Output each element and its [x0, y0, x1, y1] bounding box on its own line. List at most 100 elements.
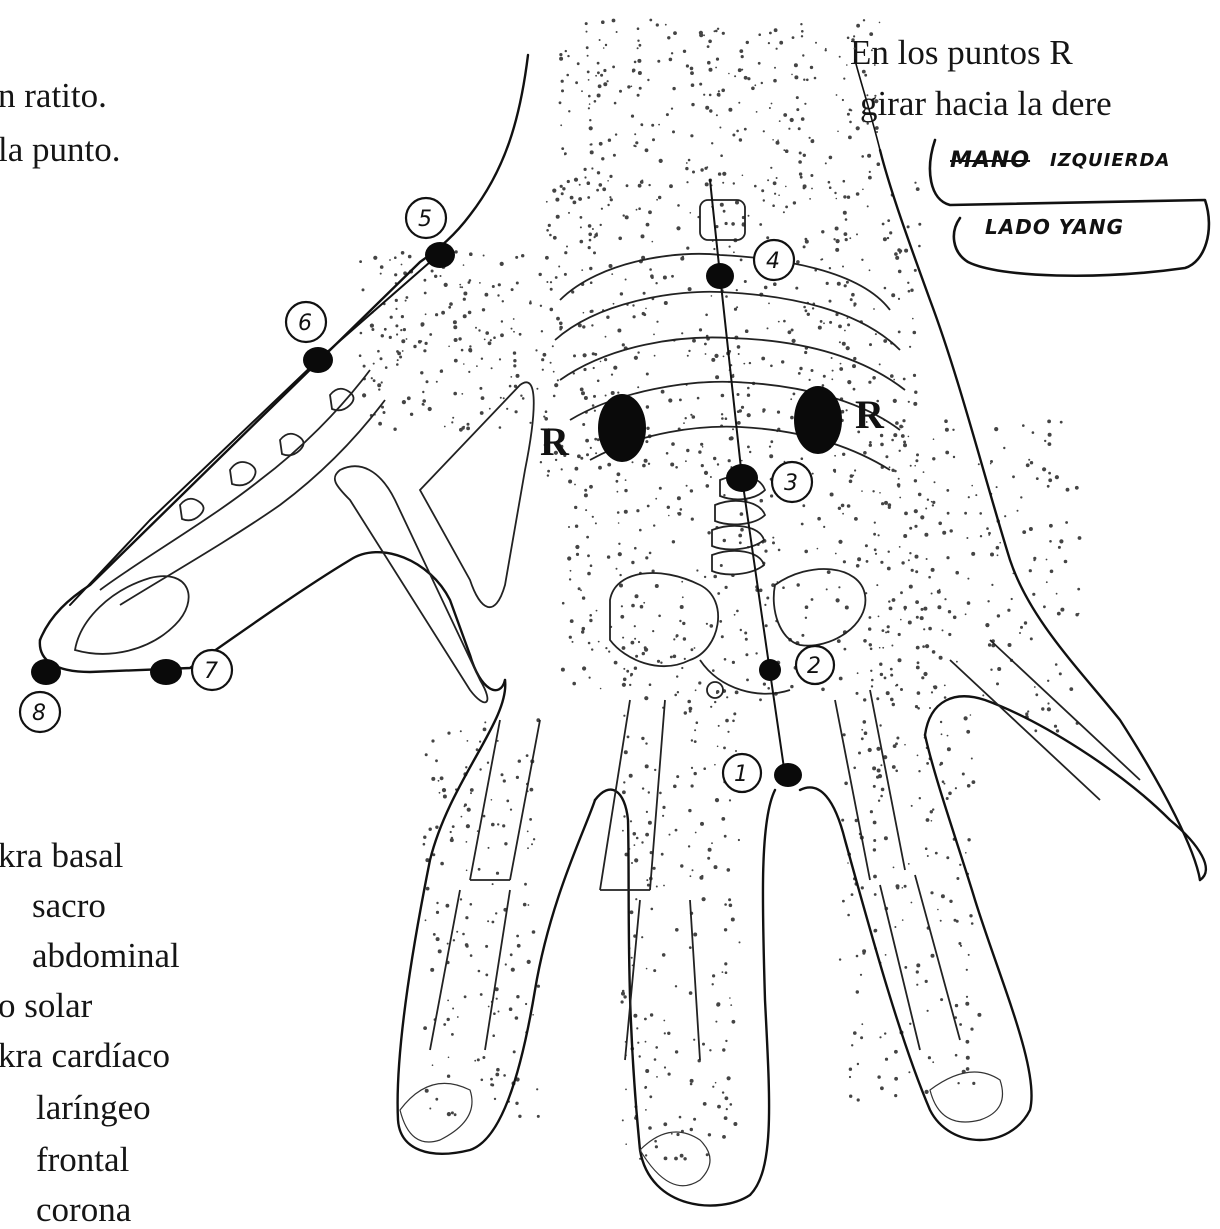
stipple-dot — [927, 1010, 929, 1012]
stipple-dot — [888, 503, 892, 507]
stipple-dot — [745, 653, 748, 656]
stipple-dot — [645, 440, 648, 443]
stipple-dot — [631, 561, 634, 564]
stipple-dot — [876, 747, 880, 751]
stipple-dot — [734, 75, 736, 77]
stipple-dot — [944, 685, 946, 687]
stipple-dot — [498, 1011, 500, 1013]
stipple-dot — [664, 301, 668, 305]
stipple-dot — [396, 363, 399, 366]
stipple-dot — [908, 436, 910, 438]
stipple-dot — [690, 134, 693, 137]
stipple-dot — [396, 333, 398, 335]
stipple-dot — [395, 299, 398, 302]
stipple-dot — [913, 331, 917, 335]
stipple-dot — [714, 30, 716, 32]
point-label-3: 3 — [772, 462, 812, 502]
r-point-right — [794, 386, 842, 454]
stipple-dot — [469, 345, 471, 347]
stipple-dot — [603, 69, 606, 72]
stipple-dot — [836, 94, 838, 96]
stipple-dot — [648, 210, 652, 214]
stipple-dot — [713, 457, 716, 460]
stipple-dot — [900, 688, 903, 691]
stipple-dot — [465, 766, 467, 768]
stipple-dot — [931, 593, 933, 595]
stipple-dot — [547, 474, 549, 476]
stipple-dot — [946, 489, 949, 492]
stipple-dot — [438, 949, 442, 953]
stipple-dot — [722, 1135, 726, 1139]
stipple-dot — [772, 139, 774, 141]
stipple-dot — [600, 361, 602, 363]
stipple-dot — [864, 731, 868, 735]
stipple-dot — [515, 256, 518, 259]
stipple-dot — [485, 945, 488, 948]
stipple-dot — [759, 589, 763, 593]
stipple-dot — [485, 331, 489, 335]
stipple-dot — [916, 453, 919, 456]
stipple-dot — [709, 1049, 711, 1051]
stipple-dot — [810, 174, 813, 177]
stipple-dot — [916, 646, 920, 650]
stipple-dot — [652, 138, 655, 141]
stipple-dot — [495, 1073, 499, 1077]
stipple-dot — [907, 225, 910, 228]
stipple-dot — [863, 698, 866, 701]
stipple-dot — [638, 184, 642, 188]
stipple-dot — [893, 399, 897, 403]
stipple-dot — [580, 226, 582, 228]
stipple-dot — [812, 473, 814, 475]
stipple-dot — [796, 108, 799, 111]
stipple-dot — [930, 810, 933, 813]
stipple-dot — [645, 742, 647, 744]
stipple-dot — [435, 1098, 438, 1101]
stipple-dot — [1047, 420, 1051, 424]
stipple-dot — [637, 40, 639, 42]
stipple-dot — [553, 371, 555, 373]
stipple-dot — [585, 22, 588, 25]
stipple-dot — [965, 1002, 969, 1006]
stipple-dot — [587, 71, 590, 74]
stipple-dot — [764, 286, 768, 290]
stipple-dot — [884, 501, 888, 505]
stipple-dot — [902, 419, 905, 422]
stipple-dot — [625, 1089, 627, 1091]
stipple-dot — [465, 916, 468, 919]
stipple-dot — [803, 187, 806, 190]
stipple-dot — [897, 485, 900, 488]
stipple-dot — [947, 512, 950, 515]
stipple-dot — [904, 744, 906, 746]
stipple-dot — [630, 910, 634, 914]
stipple-dot — [716, 1003, 720, 1007]
stipple-dot — [761, 357, 765, 361]
stipple-dot — [864, 74, 867, 77]
stipple-dot — [646, 879, 648, 881]
stipple-dot — [744, 280, 747, 283]
stipple-dot — [707, 61, 711, 65]
stipple-dot — [447, 943, 449, 945]
stipple-dot — [452, 417, 454, 419]
stipple-dot — [725, 417, 728, 420]
stipple-dot — [870, 810, 873, 813]
stipple-dot — [701, 875, 703, 877]
stipple-dot — [942, 780, 945, 783]
stipple-dot — [470, 954, 473, 957]
stipple-dot — [663, 1020, 665, 1022]
stipple-dot — [661, 853, 664, 856]
stipple-dot — [686, 485, 688, 487]
stipple-dot — [751, 87, 755, 91]
stipple-dot — [632, 461, 634, 463]
stipple-dot — [1025, 712, 1028, 715]
stipple-dot — [716, 58, 719, 61]
stipple-dot — [831, 378, 833, 380]
stipple-dot — [655, 498, 657, 500]
stipple-dot — [785, 149, 789, 153]
stipple-dot — [880, 561, 883, 564]
stipple-dot — [502, 824, 505, 827]
stipple-dot — [761, 189, 764, 192]
stipple-dot — [378, 388, 380, 390]
stipple-dot — [874, 522, 876, 524]
stipple-dot — [899, 425, 903, 429]
stipple-dot — [422, 403, 425, 406]
